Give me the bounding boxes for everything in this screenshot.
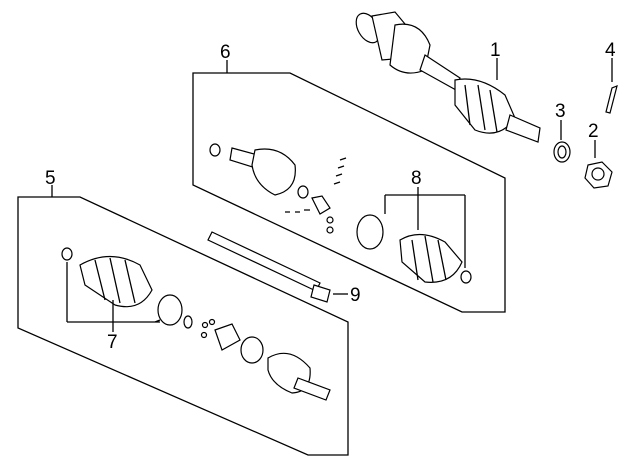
callout-4: 4 <box>605 40 616 61</box>
callout-6: 6 <box>220 42 231 63</box>
part-2-nut[interactable] <box>584 161 613 189</box>
washer-hole <box>557 145 567 159</box>
panel-6-outline <box>192 72 506 313</box>
callout-2: 2 <box>588 121 599 142</box>
callout-5: 5 <box>45 168 56 189</box>
panel-5-parts[interactable] <box>61 247 331 401</box>
part-4-cotter-pin[interactable] <box>605 85 618 114</box>
callout-7: 7 <box>107 332 118 353</box>
part-1-axle-assembly[interactable] <box>351 9 541 143</box>
callout-8: 8 <box>411 168 422 189</box>
part-9-shaft[interactable] <box>207 231 331 303</box>
panel-6-parts[interactable] <box>209 143 472 284</box>
leader-lines <box>51 58 613 332</box>
callout-9: 9 <box>350 285 361 306</box>
callout-1: 1 <box>490 40 501 61</box>
callout-3: 3 <box>555 101 566 122</box>
panel-5-outline <box>17 196 349 456</box>
